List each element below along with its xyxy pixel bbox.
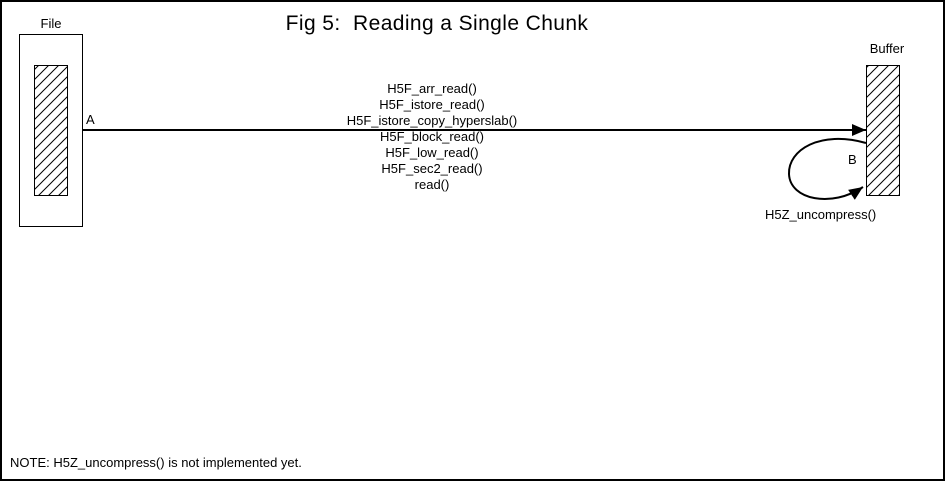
call-stack-list: H5F_arr_read() H5F_istore_read() H5F_ist… bbox=[282, 81, 582, 193]
call-stack-item: H5F_block_read() bbox=[379, 129, 485, 144]
file-box bbox=[19, 34, 83, 227]
buffer-data-region bbox=[866, 65, 900, 196]
uncompress-function-label: H5Z_uncompress() bbox=[765, 207, 877, 222]
arrow-a-label: A bbox=[86, 112, 95, 127]
call-stack-item: H5F_sec2_read() bbox=[381, 161, 483, 176]
footnote: NOTE: H5Z_uncompress() is not implemente… bbox=[10, 455, 302, 470]
arrow-b-label: B bbox=[848, 152, 857, 167]
call-stack-item: read() bbox=[414, 177, 450, 192]
call-stack-item: H5F_istore_copy_hyperslab() bbox=[346, 113, 518, 128]
file-data-region bbox=[34, 65, 68, 196]
file-box-label: File bbox=[40, 16, 62, 31]
figure-title: Fig 5: Reading a Single Chunk bbox=[285, 12, 589, 35]
buffer-box-label: Buffer bbox=[869, 41, 905, 56]
call-stack-item: H5F_arr_read() bbox=[387, 81, 477, 96]
call-stack-item: H5F_istore_read() bbox=[379, 97, 485, 112]
uncompress-loop-arrow bbox=[787, 138, 867, 200]
call-stack-item: H5F_low_read() bbox=[385, 145, 479, 160]
